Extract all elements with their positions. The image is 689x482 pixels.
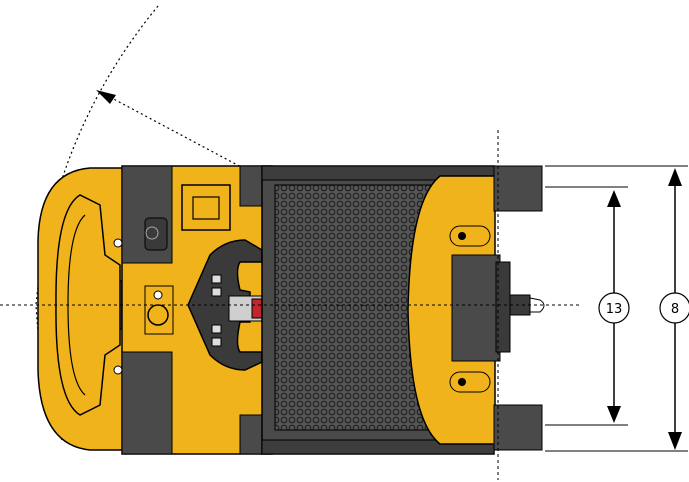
turning-arrow-line xyxy=(107,95,501,306)
tiller-button-2 xyxy=(211,287,222,297)
dim-circle-inner xyxy=(598,292,630,324)
rear-knob xyxy=(145,226,159,240)
rear-slot xyxy=(144,217,168,251)
dim-arrow-inner-down xyxy=(607,406,621,423)
bolt-bottom xyxy=(113,365,123,375)
tiller-button-1 xyxy=(211,274,222,284)
key-switch-plate xyxy=(144,285,174,335)
dark-panel-bottom xyxy=(121,351,173,455)
dim-arrow-outer-down xyxy=(668,432,682,450)
dim-circle-outer xyxy=(659,292,689,324)
dim-label-outer: 8 xyxy=(671,302,679,317)
fork-top xyxy=(493,165,543,212)
mast-bolt-bottom xyxy=(458,378,466,386)
mast-plate xyxy=(451,254,501,362)
key-switch-icon xyxy=(147,304,169,326)
fork-bottom xyxy=(493,404,543,451)
display-box xyxy=(181,184,231,231)
dim-label-inner: 13 xyxy=(606,302,623,317)
mast-bolt-top xyxy=(458,232,466,240)
rear-counterweight xyxy=(37,167,126,451)
counterweight-handle xyxy=(55,194,121,416)
tiller-button-3 xyxy=(211,324,222,334)
key-switch-hole xyxy=(153,290,163,300)
dim-arrow-outer-up xyxy=(668,168,682,186)
dim-arrow-inner-up xyxy=(607,190,621,207)
mast-bracket-bottom xyxy=(449,371,491,393)
bolt-top xyxy=(113,238,123,248)
display-box-inner xyxy=(192,196,220,220)
mast-bracket-top xyxy=(449,225,491,247)
turning-arrow-head xyxy=(96,90,116,104)
tiller-button-4 xyxy=(211,337,222,347)
